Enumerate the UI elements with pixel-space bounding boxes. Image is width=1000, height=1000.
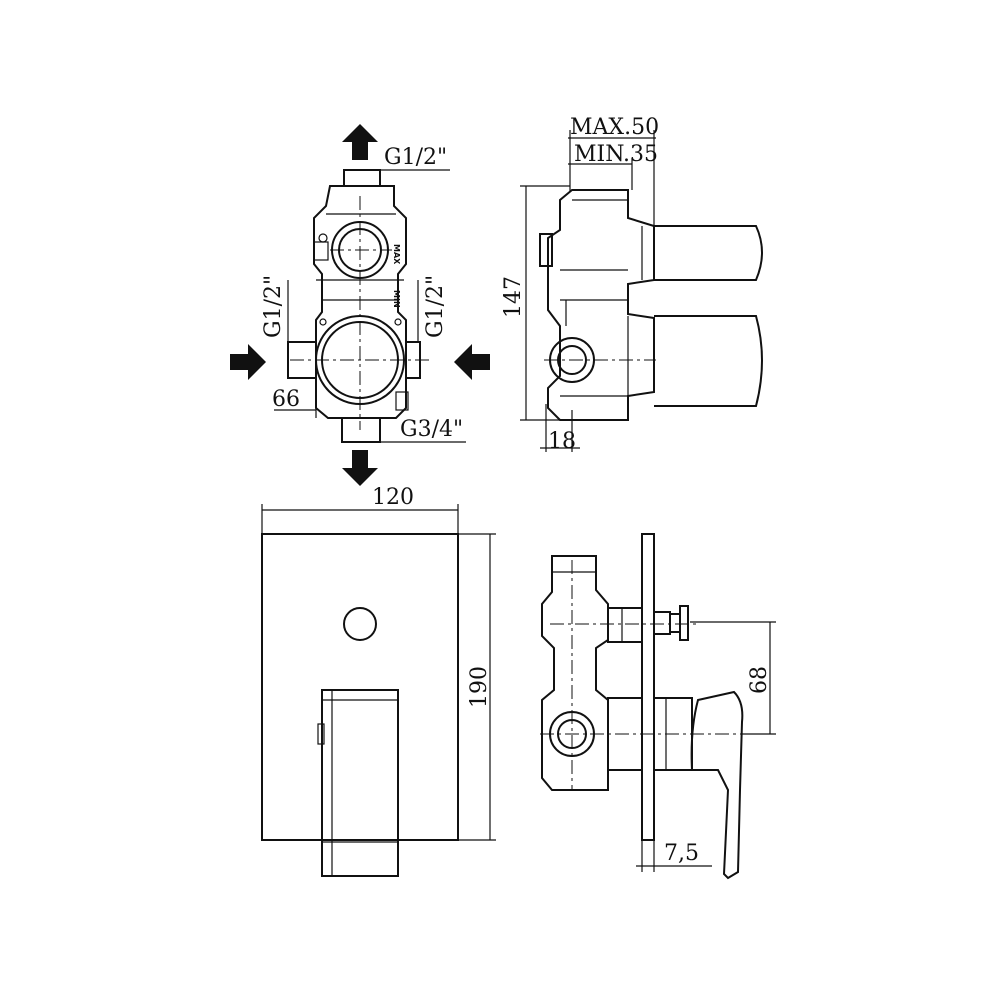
front-view: MAX MIN G1/2" G1/2" G1/2" G3/4" 66 (230, 124, 490, 486)
min-mark: MIN (392, 290, 401, 308)
assembly-view: 68 7,5 (540, 533, 776, 880)
dim-66-label: 66 (272, 387, 300, 412)
valve-body-outline (313, 185, 407, 419)
dim-min-label: MIN.35 (574, 142, 658, 167)
thread-left-label: G1/2" (261, 275, 286, 338)
max-mark: MAX (392, 244, 401, 265)
cover-plate (261, 533, 459, 841)
lever-handle (321, 689, 399, 877)
diverter-knob (343, 607, 377, 641)
thread-bottom-label: G3/4" (400, 417, 463, 442)
dim-147-label: 147 (501, 276, 526, 318)
dim-190-label: 190 (467, 666, 492, 708)
dim-max-label: MAX.50 (570, 115, 659, 140)
thread-right-label: G1/2" (423, 275, 448, 338)
flow-arrow-right-icon (230, 344, 266, 380)
dim-7-5-label: 7,5 (664, 841, 699, 866)
plate-view: 120 190 (261, 485, 496, 877)
dim-68-label: 68 (747, 666, 772, 694)
assembly-lever (690, 690, 744, 880)
dim-120-label: 120 (372, 485, 414, 510)
side-view: MAX.50 MIN.35 147 18 (501, 115, 763, 454)
flow-arrow-up-icon (342, 124, 378, 160)
flow-arrow-left-icon (454, 344, 490, 380)
side-body-outline (547, 189, 655, 421)
dim-18-label: 18 (548, 429, 576, 454)
flow-arrow-down-icon (342, 450, 378, 486)
thread-top-label: G1/2" (384, 145, 447, 170)
